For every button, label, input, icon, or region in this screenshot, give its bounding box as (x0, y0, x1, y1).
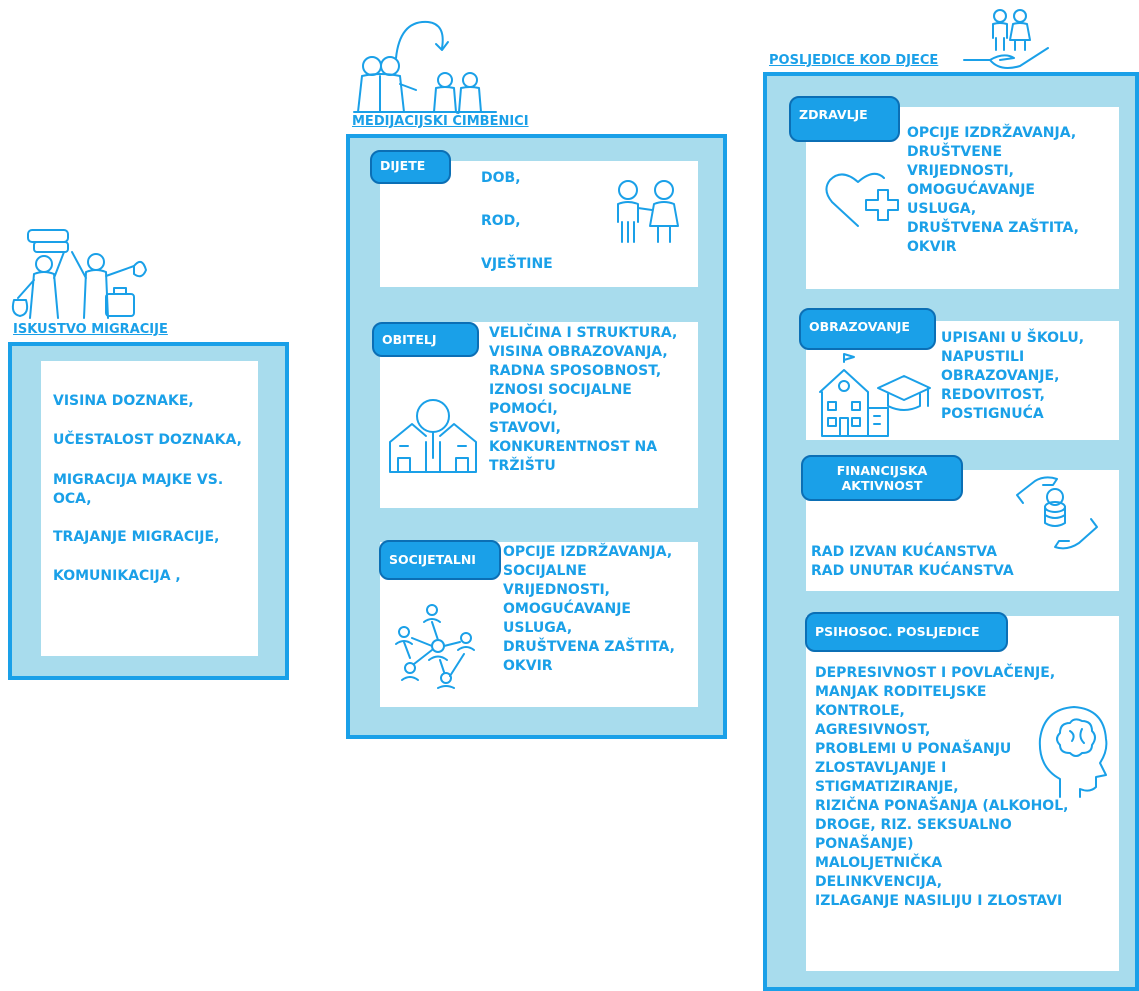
list-item: VISINA DOZNAKE, (53, 393, 194, 409)
list-item: DOB, (481, 170, 521, 186)
obitelj-text: VELIČINA I STRUKTURA, VISINA OBRAZOVANJA… (489, 325, 678, 474)
heart-plus-icon (825, 172, 899, 227)
iskustvo-migracije-list: VISINA DOZNAKE, UČESTALOST DOZNAKA, MIGR… (53, 393, 258, 584)
psihosoc-tag: PSIHOSOC. POSLJEDICE (805, 612, 1008, 652)
psihosoc-text: DEPRESIVNOST I POVLAČENJE, MANJAK RODITE… (815, 665, 1069, 909)
posljedice-kod-djece-title: POSLJEDICE KOD DJECE (769, 53, 939, 68)
obitelj-tag: OBITELJ (372, 322, 479, 357)
adults-and-children-cycle-icon (353, 20, 497, 113)
children-in-hand-icon (963, 9, 1049, 69)
obrazovanje-tag: OBRAZOVANJE (799, 308, 936, 350)
zdravlje-text: OPCIJE IZDRŽAVANJA, DRUŠTVENE VRIJEDNOST… (907, 125, 1079, 255)
dijete-list: DOB, ROD, VJEŠTINE (481, 170, 553, 272)
dijete-tag: DIJETE (370, 150, 451, 184)
socijetalni-tag: SOCIJETALNI (379, 540, 501, 580)
list-item: VJEŠTINE (481, 256, 553, 272)
two-children-icon (617, 180, 679, 243)
school-graduation-icon (819, 353, 931, 437)
family-house-icon (389, 399, 477, 473)
migrants-with-luggage-icon (11, 229, 147, 319)
list-item: KOMUNIKACIJA , (53, 568, 181, 584)
social-network-icon (395, 604, 475, 689)
list-item: ROD, (481, 213, 521, 229)
list-item: UČESTALOST DOZNAKA, (53, 432, 242, 448)
obrazovanje-text: UPISANI U ŠKOLU, NAPUSTILI OBRAZOVANJE, … (941, 330, 1085, 422)
hands-coins-icon (1016, 476, 1098, 550)
psihosoc-card (806, 616, 1119, 971)
head-brain-icon (1038, 706, 1108, 798)
list-item: MIGRACIJA MAJKE VS. OCA, (53, 472, 224, 507)
iskustvo-migracije-card (41, 361, 258, 656)
financijska-text: RAD IZVAN KUĆANSTVA RAD UNUTAR KUĆANSTVA (811, 544, 1014, 579)
socijetalni-text: OPCIJE IZDRŽAVANJA, SOCIJALNE VRIJEDNOST… (503, 544, 675, 674)
zdravlje-tag: ZDRAVLJE (789, 96, 900, 142)
iskustvo-migracije-title: ISKUSTVO MIGRACIJE (13, 322, 168, 337)
medijacijski-cimbenici-title: MEDIJACIJSKI ČIMBENICI (352, 114, 529, 129)
financijska-tag: FINANCIJSKA AKTIVNOST (801, 455, 963, 501)
list-item: TRAJANJE MIGRACIJE, (53, 529, 220, 545)
